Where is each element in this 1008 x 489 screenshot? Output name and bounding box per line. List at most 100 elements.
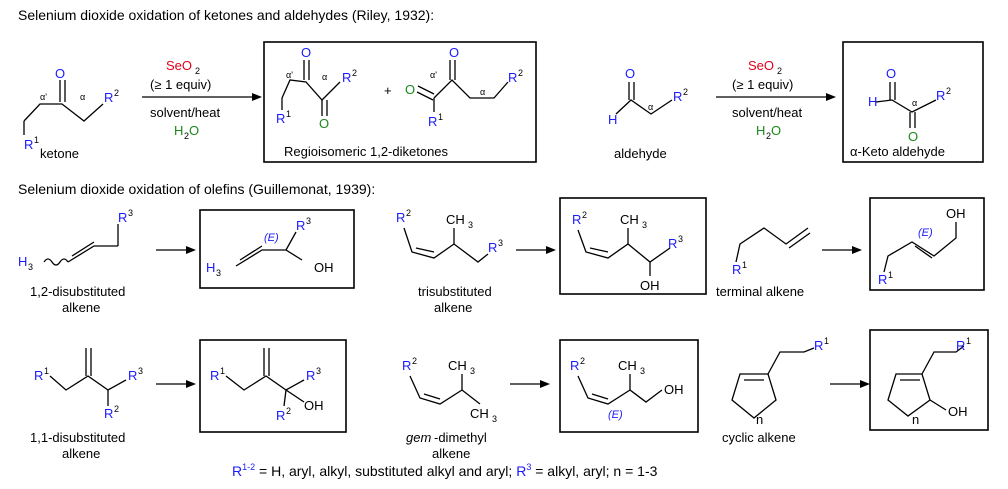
p12-h: H xyxy=(206,260,215,275)
pcyc-n: n xyxy=(912,412,919,427)
p11-r1-sup: 1 xyxy=(220,366,225,376)
a11-r1: R xyxy=(34,368,43,383)
ptri-oh: OH xyxy=(640,278,660,293)
alkene-tri: R 2 CH 3 R 3 trisubstituted alkene xyxy=(396,208,503,315)
p12-h-sub: 3 xyxy=(216,268,221,278)
aldehyde-r2-sup: 2 xyxy=(683,87,688,97)
pcyc-oh: OH xyxy=(948,404,968,419)
alkene12-h-sub: 3 xyxy=(28,262,33,272)
gem-ch-top-sub: 3 xyxy=(470,366,475,376)
pgem-r2: R xyxy=(570,358,579,373)
p11-oh: OH xyxy=(304,398,324,413)
footnote-text2: = alkyl, aryl; n = 1-3 xyxy=(531,463,657,479)
diketone1-r1-sup: 1 xyxy=(286,109,291,119)
product-cyclic: R 1 OH n xyxy=(887,336,971,427)
ketone-label: ketone xyxy=(40,146,79,161)
ptri-r2-sup: 2 xyxy=(582,210,587,220)
alkene-gem: R 2 CH 3 CH 3 gem -dimethyl alkene xyxy=(402,356,497,461)
section1-title: Selenium dioxide oxidation of ketones an… xyxy=(18,7,434,23)
footnote-r12-sup: 1-2 xyxy=(242,462,255,472)
cyc-r1: R xyxy=(814,338,823,353)
alkene12-r3: R xyxy=(118,210,127,225)
pgem-ch-sub: 3 xyxy=(640,366,645,376)
p12-r3: R xyxy=(296,218,305,233)
seo2-label-2: SeO xyxy=(748,58,774,73)
ketone-r2-sup: 2 xyxy=(114,88,119,98)
seo2-sub-1: 2 xyxy=(195,66,200,76)
aldehyde-alpha: α xyxy=(648,102,653,112)
diketone1-r1: R xyxy=(276,111,285,126)
pcyc-r1-sup: 1 xyxy=(966,336,971,346)
p11-r2: R xyxy=(276,408,285,423)
ketone-structure: O α' α R 2 R 1 ketone xyxy=(23,66,119,161)
footnote: R1-2 = H, aryl, alkyl, substituted alkyl… xyxy=(232,462,658,479)
footnote-r3-sup: 3 xyxy=(526,462,531,472)
alkene12-label-2: alkene xyxy=(62,300,100,315)
product-terminal: (E) OH R 1 xyxy=(878,206,966,287)
pterm-e: (E) xyxy=(918,227,933,239)
diketone-1: O O α' α R 2 R 1 xyxy=(276,45,357,131)
p11-r2-sup: 2 xyxy=(286,406,291,416)
keto-aldehyde-box xyxy=(842,41,984,163)
a11-r2-sup: 2 xyxy=(114,404,119,414)
diketone1-o-top: O xyxy=(301,45,311,60)
product-tri-box xyxy=(559,197,707,295)
alkene12-r3-sup: 3 xyxy=(128,208,133,218)
footnote-r3: R xyxy=(516,463,526,479)
diketone-label: Regioisomeric 1,2-diketones xyxy=(284,144,449,159)
pgem-r2-sup: 2 xyxy=(580,356,585,366)
diketone-2: O O α' α R 2 R 1 xyxy=(405,45,523,129)
footnote-r12: R xyxy=(232,463,242,479)
diketone2-o-left: O xyxy=(405,82,415,97)
pgem-e: (E) xyxy=(608,409,623,421)
equiv-label-1: (≥ 1 equiv) xyxy=(150,77,211,92)
diketone1-r2-sup: 2 xyxy=(352,68,357,78)
diketone2-alpha: α xyxy=(480,87,485,97)
ptri-r3-sup: 3 xyxy=(678,234,683,244)
gem-ch-bottom: CH xyxy=(470,406,489,421)
aldehyde-r2: R xyxy=(673,89,682,104)
water-o-2: O xyxy=(771,123,781,138)
seo2-label-1: SeO xyxy=(166,58,192,73)
alkene12-h: H xyxy=(18,254,27,269)
pterm-oh: OH xyxy=(946,206,966,221)
aldehyde-structure: O H α R 2 aldehyde xyxy=(608,66,688,161)
diketone2-r1: R xyxy=(428,114,437,129)
product-tri: R 2 CH 3 R 3 OH xyxy=(572,210,683,293)
aldehyde-h: H xyxy=(608,112,617,127)
aldehyde-oxygen: O xyxy=(625,66,635,81)
ptri-ch: CH xyxy=(620,212,639,227)
alkene-11: R 1 R 3 R 2 1,1-disubstituted alkene xyxy=(30,348,143,461)
arrow-ketone: SeO 2 (≥ 1 equiv) solvent/heat H 2 O xyxy=(142,58,262,141)
ketoald-o-top: O xyxy=(886,66,896,81)
diketone2-r2: R xyxy=(508,70,517,85)
arrow-aldehyde: SeO 2 (≥ 1 equiv) solvent/heat H 2 O xyxy=(716,58,836,141)
ketoald-o-bottom: O xyxy=(908,129,918,144)
tri-ch-sub: 3 xyxy=(468,220,473,230)
section2-title: Selenium dioxide oxidation of olefins (G… xyxy=(18,181,375,197)
cyc-r1-sup: 1 xyxy=(824,336,829,346)
diketone2-alpha-prime: α' xyxy=(430,70,437,80)
ketoald-alpha: α xyxy=(912,98,917,108)
tri-r3: R xyxy=(488,240,497,255)
p11-r1: R xyxy=(210,368,219,383)
product-gem: R 2 CH 3 OH (E) xyxy=(570,356,684,421)
alkene-cyclic: R 1 n cyclic alkene xyxy=(722,336,829,445)
diketone2-r2-sup: 2 xyxy=(518,68,523,78)
term-r1-sup: 1 xyxy=(742,260,747,270)
tri-r2-sup: 2 xyxy=(406,208,411,218)
seo2-sub-2: 2 xyxy=(777,66,782,76)
diketone2-o-top: O xyxy=(449,45,459,60)
tri-r3-sup: 3 xyxy=(498,238,503,248)
conditions-label-1: solvent/heat xyxy=(150,105,220,120)
ketone-oxygen: O xyxy=(55,66,65,81)
ketone-alpha: α xyxy=(80,92,85,102)
cyclic-label: cyclic alkene xyxy=(722,430,796,445)
tri-ch: CH xyxy=(446,212,465,227)
ketoald-r2: R xyxy=(936,88,945,103)
svg-text:R1-2 = H, aryl, alkyl, substit: R1-2 = H, aryl, alkyl, substituted alkyl… xyxy=(232,462,658,479)
diketone1-alpha-prime: α' xyxy=(286,70,293,80)
aldehyde-label: aldehyde xyxy=(614,146,667,161)
product-12-box xyxy=(199,209,355,289)
pterm-r1: R xyxy=(878,272,887,287)
